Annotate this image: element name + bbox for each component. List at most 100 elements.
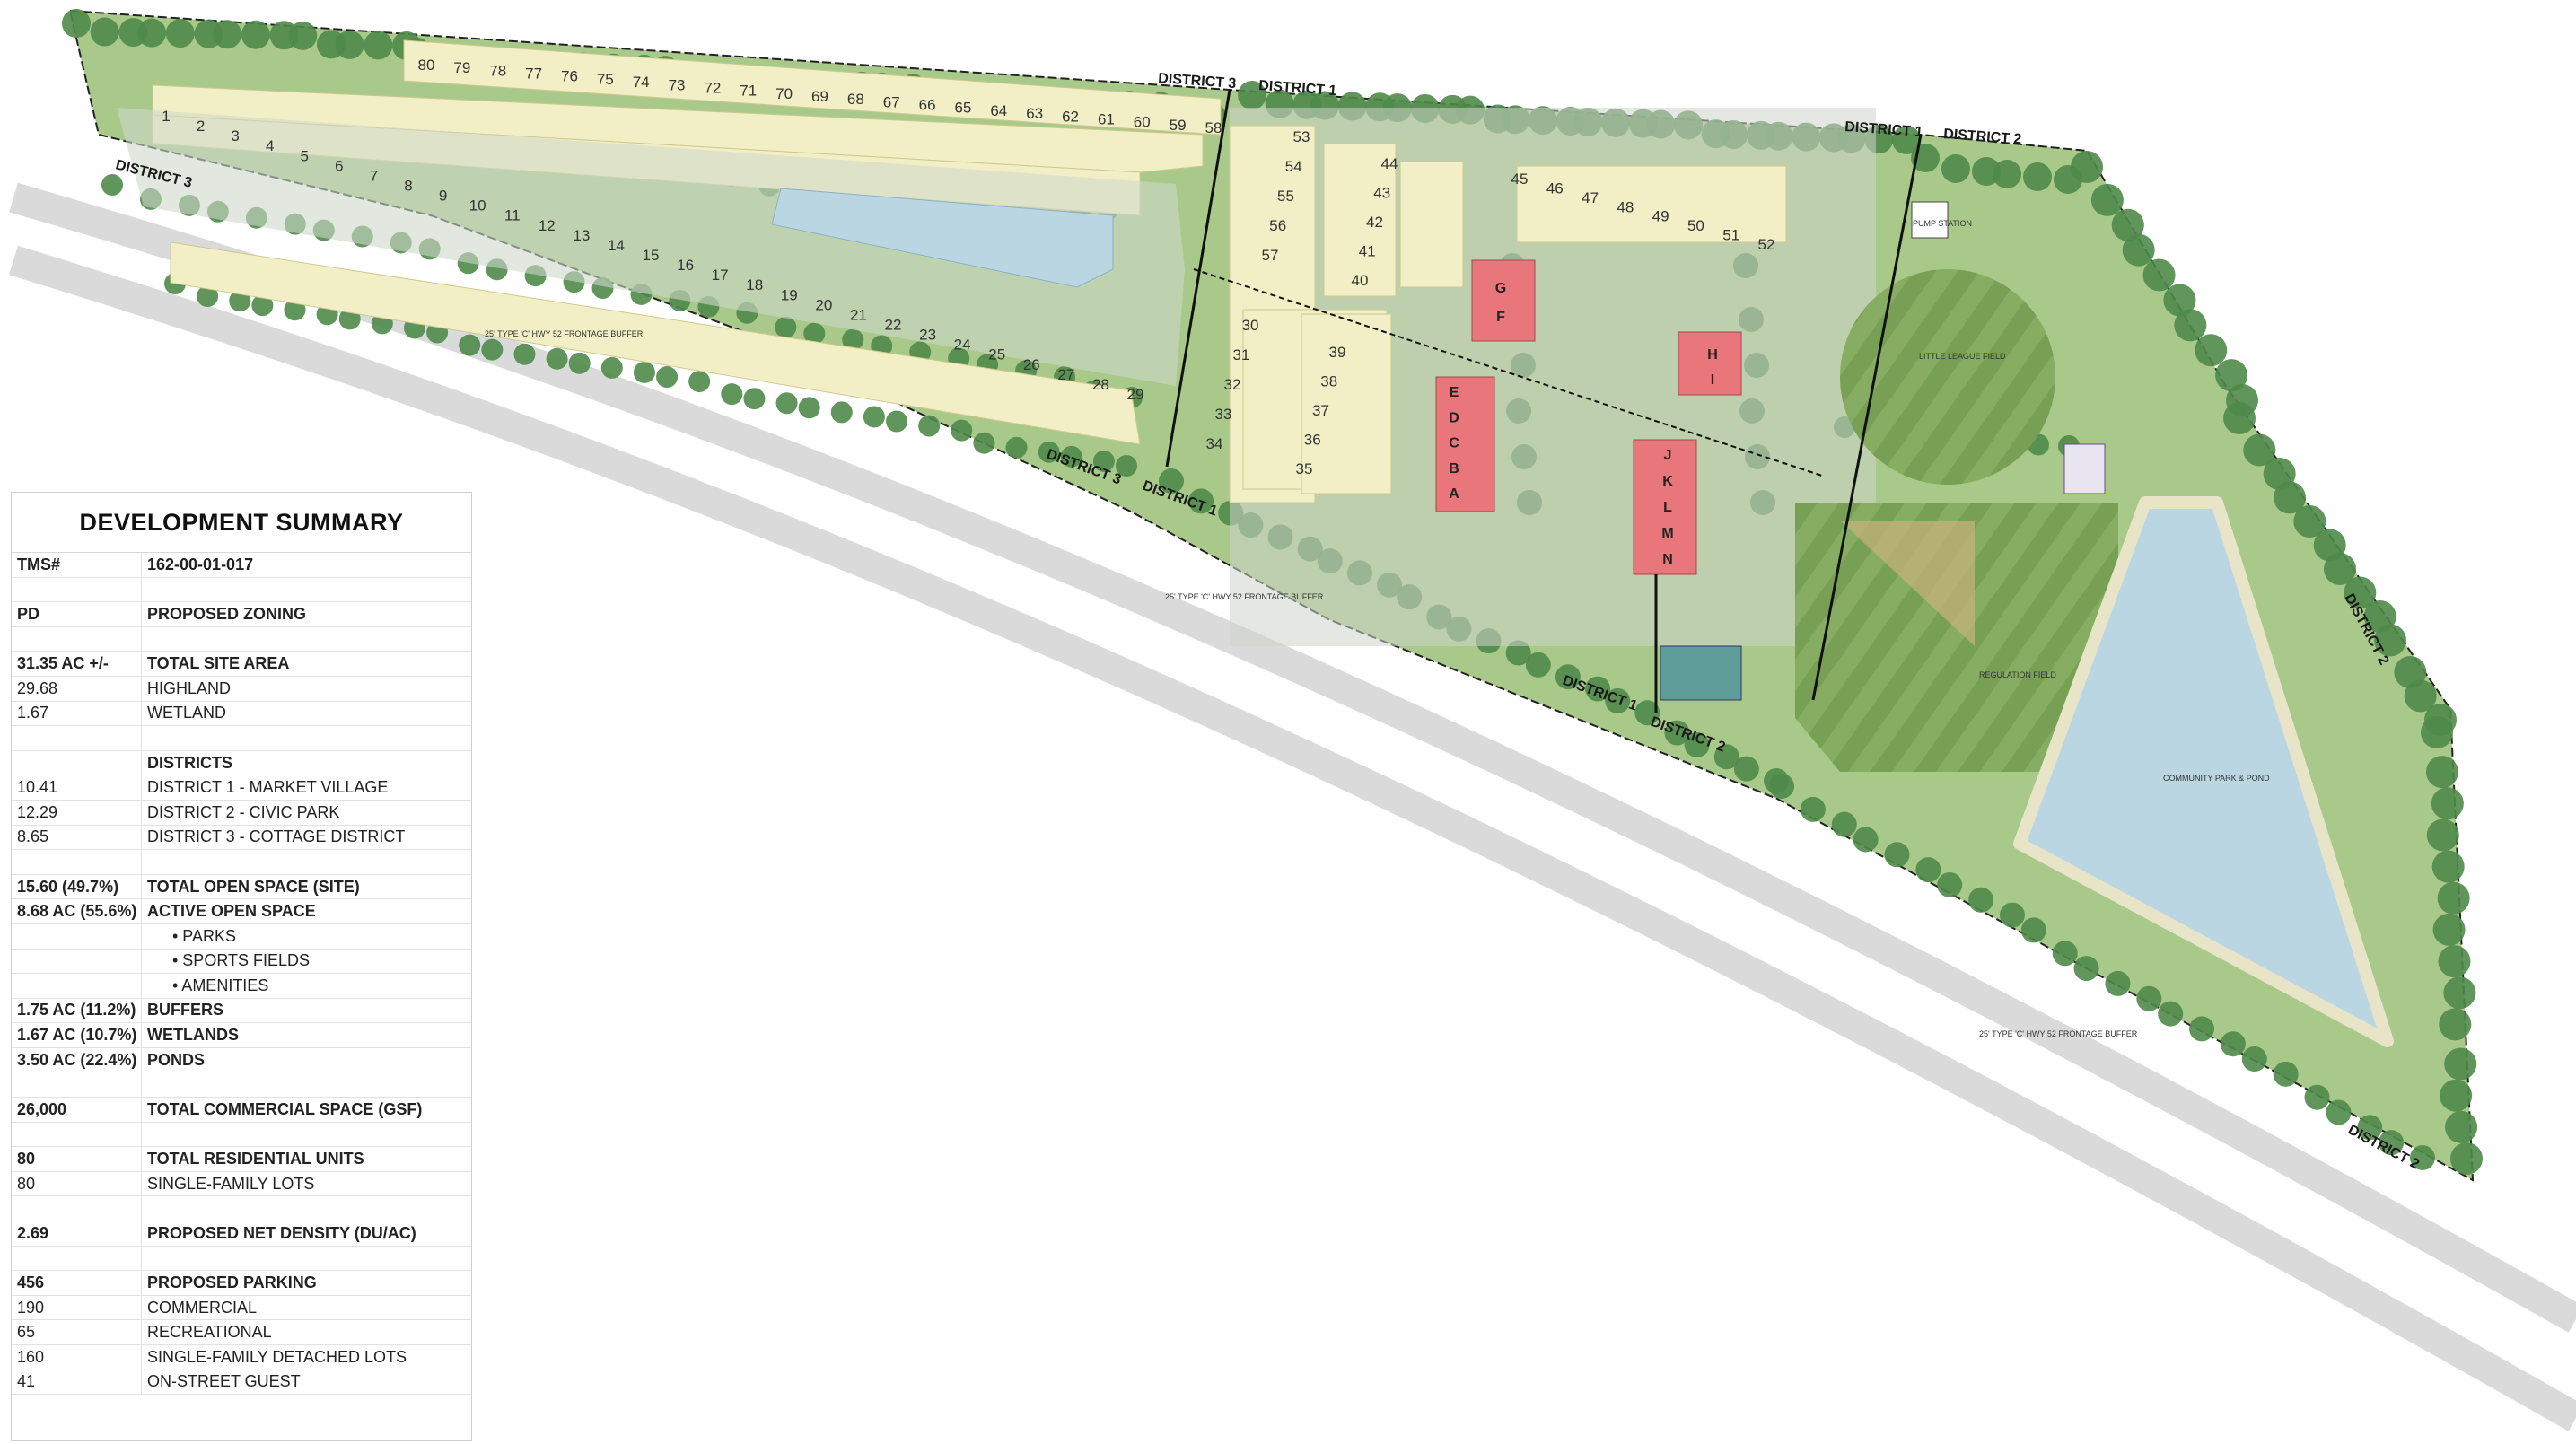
district-1-label: DISTRICT 1 [1844, 119, 1923, 140]
lot-number: 75 [597, 71, 614, 88]
summary-value: 65 [12, 1319, 142, 1345]
lot-number: 14 [608, 237, 625, 254]
summary-label: WETLAND [141, 701, 471, 727]
summary-value [12, 973, 142, 999]
lot-number: 3 [231, 127, 239, 144]
summary-value: PD [12, 601, 142, 627]
building-letter: A [1449, 486, 1459, 502]
district-1-market-village [1229, 108, 1876, 701]
summary-label: DISTRICT 1 - MARKET VILLAGE [141, 775, 471, 801]
lot-number: 23 [919, 327, 936, 344]
summary-value [12, 750, 142, 776]
summary-label: COMMERCIAL [141, 1295, 471, 1321]
summary-value: 2.69 [12, 1221, 142, 1247]
summary-value [12, 1122, 142, 1148]
summary-value [12, 949, 142, 975]
summary-label: PROPOSED ZONING [141, 601, 471, 627]
lot-number: 70 [775, 85, 793, 102]
building-letter: F [1496, 310, 1505, 325]
lot-number: 34 [1206, 435, 1223, 452]
lot-number: 74 [633, 74, 650, 91]
regulation-field-label: REGULATION FIELD [1979, 670, 2056, 679]
lot-number: 28 [1092, 376, 1109, 393]
lot-number: 69 [811, 88, 828, 105]
lot-number: 24 [954, 337, 971, 354]
lot-number: 49 [1652, 208, 1669, 225]
lot-number: 30 [1242, 317, 1259, 334]
district-3-label: DISTRICT 3 [1158, 71, 1237, 92]
lot-number: 31 [1233, 346, 1250, 363]
lot-number: 7 [370, 167, 378, 184]
summary-label: WETLANDS [141, 1022, 471, 1048]
summary-value: 3.50 AC (22.4%) [12, 1047, 142, 1073]
lot-number: 36 [1304, 432, 1321, 449]
summary-value: 1.75 AC (11.2%) [12, 998, 142, 1024]
summary-value [12, 849, 142, 875]
lot-number: 33 [1215, 406, 1232, 423]
lot-number: 19 [781, 286, 798, 303]
summary-label: DISTRICTS [141, 750, 471, 776]
buffer-label: 25' TYPE 'C' HWY 52 FRONTAGE BUFFER [1979, 1029, 2138, 1038]
building-letter: K [1662, 474, 1673, 489]
summary-row: 1.67 AC (10.7%)WETLANDS [12, 1022, 471, 1048]
summary-label: PONDS [141, 1047, 471, 1073]
lot-number: 47 [1582, 189, 1599, 206]
lot-number: 29 [1127, 386, 1144, 403]
summary-label: ACTIVE OPEN SPACE [141, 898, 471, 924]
summary-value: 8.68 AC (55.6%) [12, 898, 142, 924]
summary-title: DEVELOPMENT SUMMARY [12, 493, 471, 553]
building-letter: E [1450, 385, 1459, 400]
summary-label [141, 626, 471, 652]
lot-number: 55 [1277, 188, 1294, 205]
summary-row: TMS#162-00-01-017 [12, 553, 471, 578]
summary-row [12, 849, 471, 875]
summary-label: HIGHLAND [141, 676, 471, 702]
building-letter: B [1449, 461, 1459, 477]
building-letter: M [1661, 526, 1673, 541]
building-letter: N [1662, 552, 1673, 567]
summary-value: 29.68 [12, 676, 142, 702]
lot-number: 45 [1511, 171, 1529, 188]
district-dividers [1165, 89, 1923, 713]
summary-value: 31.35 AC +/- [12, 651, 142, 677]
building-letter: C [1449, 436, 1459, 451]
lot-number: 80 [418, 57, 435, 74]
lot-number: 26 [1023, 356, 1040, 373]
summary-label: SINGLE-FAMILY LOTS [141, 1171, 471, 1197]
summary-value [12, 1195, 142, 1222]
summary-value: 80 [12, 1146, 142, 1172]
lot-number: 37 [1312, 402, 1329, 419]
lot-number: 5 [301, 147, 309, 164]
lot-number: 8 [404, 178, 412, 195]
lot-number: 58 [1205, 119, 1222, 136]
lot-number: 13 [573, 227, 590, 244]
buffer-label: 25' TYPE 'C' HWY 52 FRONTAGE BUFFER [485, 329, 644, 338]
lot-number: 51 [1722, 227, 1739, 244]
summary-label: TOTAL COMMERCIAL SPACE (GSF) [141, 1097, 471, 1123]
summary-value [12, 1072, 142, 1098]
summary-label: BUFFERS [141, 998, 471, 1024]
summary-value: 8.65 [12, 825, 142, 851]
building-letter: J [1664, 448, 1672, 463]
lot-number: 21 [850, 306, 867, 323]
lot-number: 18 [746, 276, 763, 293]
summary-label [141, 725, 471, 751]
lot-number: 12 [539, 217, 556, 234]
building-letter: H [1707, 347, 1718, 363]
summary-row [12, 1122, 471, 1148]
lot-number: 71 [740, 83, 757, 100]
building-letter: I [1711, 372, 1714, 388]
lot-number: 9 [439, 188, 447, 205]
